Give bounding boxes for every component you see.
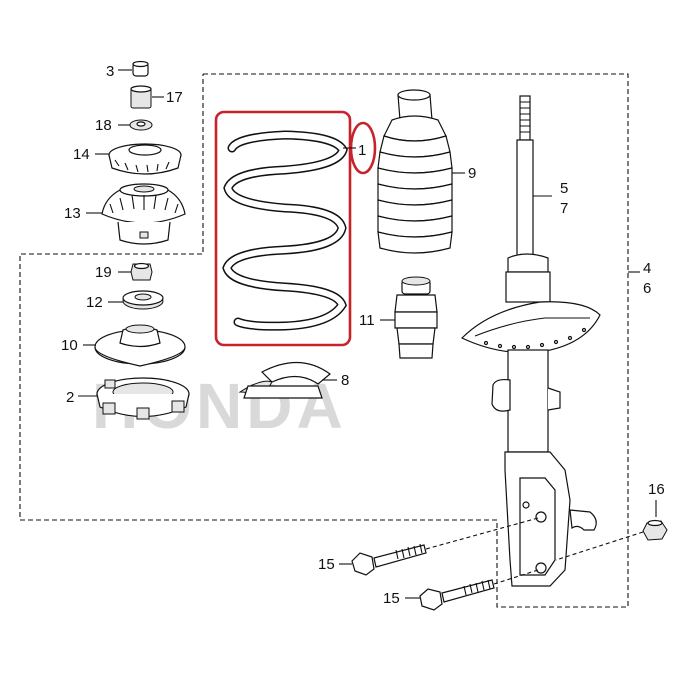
label-19: 19: [95, 264, 112, 281]
label-2: 2: [66, 389, 74, 406]
part-11-bump-stop: [380, 276, 438, 359]
label-15-lower: 15: [383, 590, 400, 607]
part-15-bolt-lower: [405, 569, 539, 611]
label-7: 7: [560, 200, 568, 217]
part-14-mount-ring: [95, 143, 182, 175]
label-11: 11: [359, 312, 375, 329]
label-6: 6: [643, 280, 651, 297]
label-15-upper: 15: [318, 556, 335, 573]
part-19-nut: [118, 262, 153, 281]
part-18-washer: [118, 119, 153, 131]
label-4: 4: [643, 260, 651, 277]
spring-highlight-box: [214, 110, 352, 347]
label-5: 5: [560, 180, 568, 197]
label-12: 12: [86, 294, 103, 311]
label-16: 16: [648, 481, 665, 498]
part-2-seat-bracket: [78, 377, 190, 420]
part-3-cap: [118, 60, 149, 77]
part-10-spring-seat: [83, 324, 186, 367]
part-8-spring-isolator: [238, 361, 337, 399]
assembly-outline: [19, 73, 629, 608]
strut-assembly: [460, 95, 640, 587]
part-16-nut: [555, 500, 668, 561]
part-1-coil-spring: [222, 130, 356, 331]
label-13: 13: [64, 205, 81, 222]
part-15-bolt-upper: [339, 517, 539, 576]
label-18: 18: [95, 117, 112, 134]
part-12-bearing: [108, 290, 164, 310]
label-9: 9: [468, 165, 476, 182]
label-3: 3: [106, 63, 114, 80]
part-9-dust-boot: [377, 89, 465, 254]
part-13-upper-mount: [86, 183, 186, 245]
label-17: 17: [166, 89, 183, 106]
part-17-bushing: [130, 85, 164, 109]
label-1: 1: [358, 142, 366, 159]
label-10: 10: [61, 337, 78, 354]
label-14: 14: [73, 146, 90, 163]
label-8: 8: [341, 372, 349, 389]
